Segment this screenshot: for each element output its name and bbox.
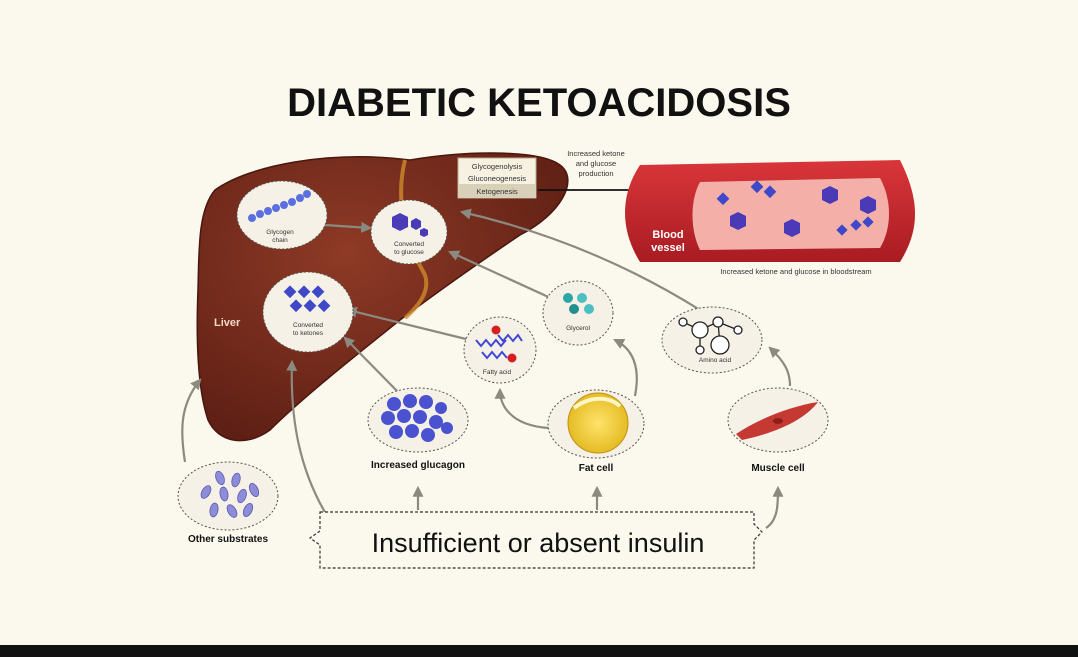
arrow-glucagon-to-ketones <box>343 336 399 393</box>
arrow-amino-acid-to-glucose <box>459 208 701 311</box>
other-substrates <box>177 461 279 531</box>
bubble-fatty-acid: Fatty acid <box>463 316 537 384</box>
arrow-substrates-to-liver <box>181 378 202 463</box>
process-ketogenesis: Ketogenesis <box>476 187 518 196</box>
bubble-amino-acid: Amino acid <box>661 306 763 374</box>
fat-cell-label: Fat cell <box>579 463 614 474</box>
arrow-muscle-to-amino-acid <box>768 346 792 387</box>
liver-label: Liver <box>214 317 241 329</box>
process-gluconeogenesis: Gluconeogenesis <box>468 174 526 183</box>
glucose-molecule <box>822 186 838 204</box>
glycerol-label: Glycerol <box>566 325 590 332</box>
process-box: Glycogenolysis Gluconeogenesis Ketogenes… <box>457 157 537 199</box>
arrow-insulin-to-ketones <box>286 359 327 515</box>
arrow-fat-to-glycerol <box>613 339 638 397</box>
glucose-molecule <box>860 196 876 214</box>
fatty-acid-label: Fatty acid <box>483 369 512 376</box>
bubble-glycerol: Glycerol <box>542 280 614 346</box>
arrow-glycerol-to-glucose <box>447 250 556 302</box>
other-substrates-label: Other substrates <box>188 534 268 545</box>
insulin-box: Insufficient or absent insulin <box>308 511 763 569</box>
arrow-glycogen-to-glucose <box>324 221 373 233</box>
glucose-molecule <box>784 219 800 237</box>
amino-acid-label: Amino acid <box>699 357 732 364</box>
bloodstream-note: Increased ketone and glucose in bloodstr… <box>720 267 871 276</box>
liver-ligament <box>399 159 429 320</box>
ketone-molecule <box>862 216 874 228</box>
pathway-arrows <box>181 208 792 529</box>
muscle-cell-label: Muscle cell <box>751 463 805 474</box>
ketogenesis-highlight <box>458 184 536 198</box>
fat-cell <box>547 389 645 459</box>
diagram-title: DIABETIC KETOACIDOSIS <box>287 81 791 125</box>
bottom-bar <box>0 645 1078 657</box>
glucagon-label: Increased glucagon <box>371 460 465 471</box>
glucose-molecule <box>730 212 746 230</box>
arrow-fatty-acid-to-ketones <box>345 306 471 342</box>
vessel-lumen <box>692 178 889 250</box>
ketone-molecule <box>836 224 848 236</box>
arrow-insulin-to-muscle <box>765 485 784 529</box>
muscle-cell <box>727 387 829 453</box>
process-glycogenolysis: Glycogenolysis <box>472 162 523 171</box>
vessel-molecules <box>716 180 876 237</box>
arrow-fat-to-fatty-acid <box>494 387 549 430</box>
glucagon-cell <box>367 387 469 453</box>
insulin-label: Insufficient or absent insulin <box>372 528 705 558</box>
ketone-molecule <box>850 219 862 231</box>
